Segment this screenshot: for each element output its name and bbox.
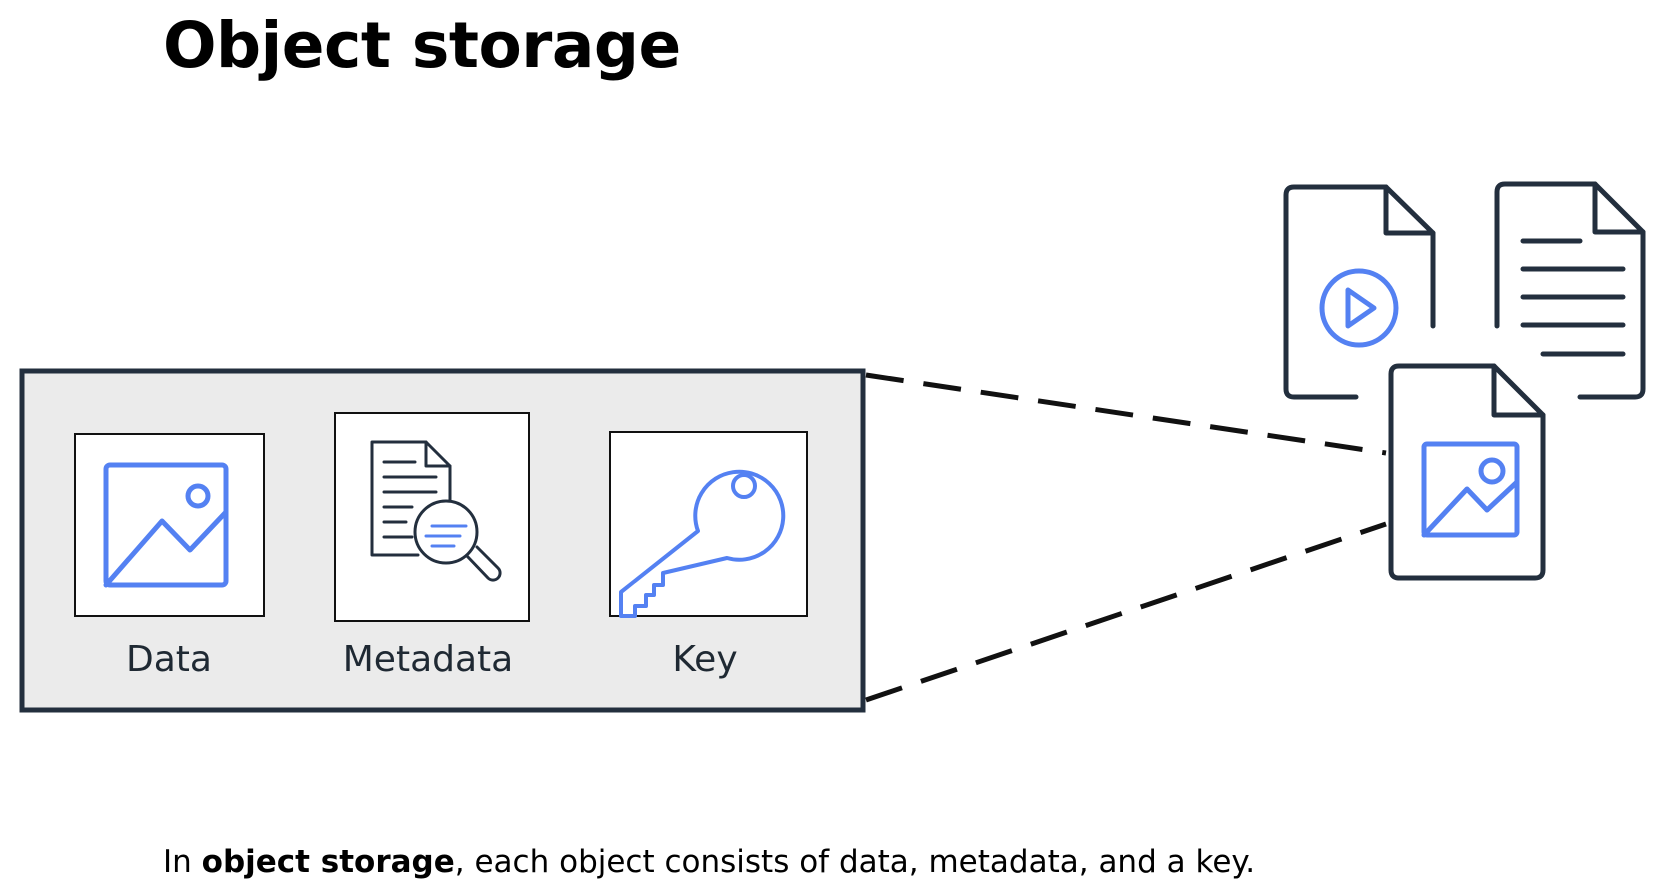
page-title: Object storage	[163, 9, 681, 82]
connector-bottom-line	[865, 521, 1387, 703]
metadata-card: Metadata	[334, 412, 530, 680]
image-file-icon	[1388, 363, 1546, 581]
connector-top-line	[865, 372, 1387, 456]
image-icon	[103, 462, 229, 588]
key-icon	[619, 469, 786, 618]
key-label: Key	[672, 639, 737, 680]
document-search-icon	[370, 440, 502, 582]
object-panel: Data Metadata	[19, 368, 866, 713]
files-group	[1283, 181, 1646, 581]
metadata-lines-icon	[424, 524, 468, 548]
video-file-icon	[1283, 184, 1436, 400]
metadata-label: Metadata	[343, 639, 513, 680]
caption-bold-term: object storage	[201, 844, 455, 880]
caption-prefix: In	[163, 844, 202, 880]
connector-lines	[865, 372, 1387, 703]
data-card: Data	[74, 433, 265, 680]
caption-text: In object storage, each object consists …	[163, 847, 1255, 878]
text-file-icon	[1494, 181, 1646, 400]
caption-suffix: , each object consists of data, metadata…	[454, 844, 1256, 880]
key-card: Key	[609, 431, 808, 680]
data-label: Data	[126, 639, 212, 680]
